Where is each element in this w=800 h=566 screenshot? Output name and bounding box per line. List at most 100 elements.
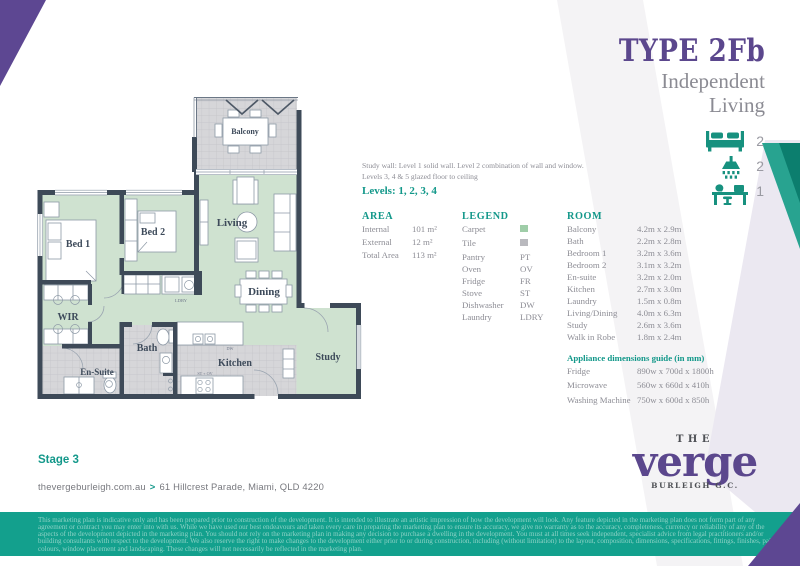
legend-table: Carpet Tile Pantry PT Oven OV Fridge FR … — [462, 224, 557, 334]
levels-label: Levels: 1, 2, 3, 4 — [362, 185, 437, 197]
legend-row-abbr: ST — [520, 288, 531, 298]
footer-address: thevergeburleigh.com.au>61 Hillcrest Par… — [38, 481, 324, 492]
bedrooms-count: 2 — [756, 133, 764, 149]
legend-row-abbr: DW — [520, 300, 535, 310]
legend-row-label: Stove — [462, 288, 483, 298]
room-row-dims: 4.2m x 2.9m — [637, 224, 682, 234]
room-row-name: Laundry — [567, 296, 597, 306]
website-link[interactable]: thevergeburleigh.com.au — [38, 481, 146, 492]
label-ldry: LDRY — [175, 298, 188, 303]
area-row-value: 12 m² — [412, 236, 433, 247]
bed-icon — [706, 131, 744, 152]
appliance-table: Fridge 890w x 700d x 1800h Microwave 560… — [567, 366, 747, 414]
stat-study: 1 — [706, 181, 764, 205]
stat-bathrooms: 2 — [706, 156, 764, 180]
area-table: Internal 101 m² External 12 m² Total Are… — [362, 224, 457, 270]
room-row-dims: 1.8m x 2.4m — [637, 332, 682, 342]
appliance-row-label: Microwave — [567, 380, 608, 390]
label-dining: Dining — [248, 286, 280, 298]
room-row-name: Balcony — [567, 224, 597, 234]
legend-row-label: Dishwasher — [462, 300, 504, 310]
appliance-row-value: 560w x 660d x 410h — [637, 380, 710, 390]
logo-the: THE — [675, 434, 714, 445]
room-row-dims: 1.5m x 0.8m — [637, 296, 682, 306]
appliance-row-value: 750w x 600d x 850h — [637, 395, 710, 405]
area-row-label: Internal — [362, 224, 390, 234]
logo-location: BURLEIGH G.C. — [651, 481, 739, 490]
shower-icon — [722, 156, 740, 179]
legend-title: LEGEND — [462, 211, 509, 222]
label-balcony: Balcony — [231, 127, 259, 136]
desk-icon — [712, 184, 748, 205]
room-row-name: Kitchen — [567, 284, 595, 294]
disclaimer-line: aspects of the development depicted in t… — [38, 530, 764, 539]
legend-row-label: Fridge — [462, 276, 485, 286]
study-wall-note-line2: Levels 3, 4 & 5 glazed floor to ceiling — [362, 171, 478, 181]
legend-row-label: Carpet — [462, 224, 486, 234]
appliance-row-label: Fridge — [567, 366, 590, 376]
legend-row-abbr: FR — [520, 276, 531, 286]
room-row-dims: 2.2m x 2.8m — [637, 236, 682, 246]
page-subtitle: Independent Living — [661, 69, 765, 117]
room-row-name: Bedroom 2 — [567, 260, 607, 270]
stage-label: Stage 3 — [38, 454, 79, 466]
area-row-label: External — [362, 236, 392, 247]
page-title: TYPE 2Fb — [618, 33, 765, 69]
disclaimer-line: agreement or contract you may enter into… — [38, 522, 765, 531]
room-row-dims: 3.2m x 2.0m — [637, 272, 682, 282]
corner-decoration-bottom-right — [748, 503, 800, 566]
floor-plan — [37, 97, 362, 399]
room-table: Balcony 4.2m x 2.9m Bath 2.2m x 2.8m Bed… — [567, 224, 712, 349]
bathrooms-count: 2 — [756, 158, 764, 174]
room-row-name: Bath — [567, 236, 584, 246]
label-dw: DW — [227, 346, 234, 351]
corner-decoration-top-left — [0, 0, 46, 86]
label-bath: Bath — [137, 343, 158, 354]
area-title: AREA — [362, 211, 394, 222]
study-count: 1 — [756, 183, 764, 199]
label-bed2: Bed 2 — [141, 227, 165, 238]
stat-bedrooms: 2 — [706, 131, 764, 155]
disclaimer-line: This marketing plan is indicative only a… — [38, 515, 756, 524]
study-wall-note: Study wall: Level 1 solid wall. Level 2 … — [362, 161, 622, 182]
disclaimer-bar: This marketing plan is indicative only a… — [0, 512, 800, 556]
area-row-value: 101 m² — [412, 224, 437, 234]
label-kitchen: Kitchen — [218, 358, 252, 369]
legend-row-abbr: LDRY — [520, 312, 544, 322]
area-row-value: 113 m² — [412, 249, 437, 260]
room-row-name: Walk in Robe — [567, 332, 616, 342]
label-bed1: Bed 1 — [66, 239, 90, 250]
disclaimer-text: This marketing plan is indicative only a… — [38, 515, 778, 553]
disclaimer-line: colours, window placement and landscapin… — [38, 544, 363, 553]
room-row-name: En-suite — [567, 272, 597, 282]
room-labels: Balcony Living Dining Bed 1 Bed 2 WIR Ba… — [57, 127, 340, 377]
label-living: Living — [217, 217, 248, 229]
label-wir: WIR — [57, 312, 79, 323]
legend-row-label: Laundry — [462, 312, 492, 322]
tile-swatch — [520, 238, 528, 246]
room-row-dims: 4.0m x 6.3m — [637, 308, 682, 318]
subtitle-line2: Living — [709, 93, 765, 117]
legend-row-label: Pantry — [462, 252, 485, 262]
appliance-row-value: 890w x 700d x 1800h — [637, 366, 714, 376]
appliance-row-label: Washing Machine — [567, 395, 631, 405]
room-row-dims: 2.7m x 3.0m — [637, 284, 682, 294]
study-wall-note-line1: Study wall: Level 1 solid wall. Level 2 … — [362, 161, 584, 170]
label-st-ov: ST + OV — [197, 371, 212, 376]
room-row-dims: 2.6m x 3.6m — [637, 320, 682, 330]
label-study: Study — [315, 352, 340, 363]
legend-row-label: Oven — [462, 264, 482, 274]
address-separator: > — [149, 481, 156, 492]
room-row-dims: 3.2m x 3.6m — [637, 248, 682, 258]
legend-row-abbr: OV — [520, 264, 533, 274]
room-row-name: Living/Dining — [567, 308, 618, 318]
verge-logo: verge — [632, 437, 758, 486]
label-ensuite: En-Suite — [80, 367, 114, 377]
room-row-name: Study — [567, 320, 588, 330]
room-title: ROOM — [567, 211, 603, 222]
room-row-dims: 3.1m x 3.2m — [637, 260, 682, 270]
area-row-label: Total Area — [362, 249, 399, 260]
room-row-name: Bedroom 1 — [567, 248, 607, 258]
disclaimer-line: building consultants with respect to the… — [38, 537, 777, 546]
